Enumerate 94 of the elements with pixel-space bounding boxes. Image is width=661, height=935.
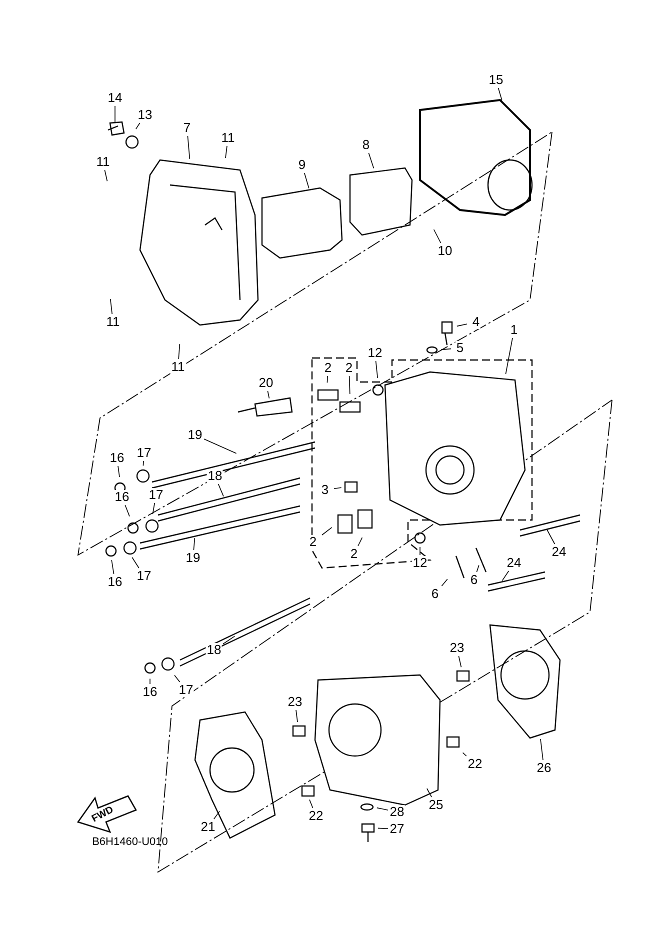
callout-number: 25 [428, 798, 444, 812]
leader-line [546, 529, 556, 544]
leader-line [348, 376, 350, 394]
callout-number: 23 [448, 641, 466, 655]
leader-line [375, 360, 378, 378]
callout-number: 7 [182, 121, 192, 135]
callout-number: 23 [286, 695, 304, 709]
leader-line [462, 752, 467, 756]
callout-number: 11 [95, 155, 111, 169]
callout-number: 2 [349, 547, 359, 561]
callout-number: 15 [488, 73, 504, 87]
leader-line [358, 537, 363, 546]
callout-number: 21 [200, 820, 216, 834]
callout-number: 12 [366, 346, 384, 360]
leader-line [334, 487, 342, 489]
callout-number: 2 [308, 535, 318, 549]
leader-line [540, 738, 544, 760]
leader-line [456, 324, 468, 327]
callout-number: 10 [436, 244, 454, 258]
leader-line [433, 229, 442, 244]
leader-line [458, 656, 462, 668]
callout-number: 4 [471, 315, 481, 329]
callout-number: 20 [258, 376, 274, 390]
leader-line [440, 348, 452, 350]
leader-line [187, 136, 190, 160]
callout-number: 11 [170, 360, 186, 374]
callout-number: 2 [344, 361, 354, 375]
leader-line [376, 807, 388, 810]
callout-number: 18 [206, 643, 222, 657]
callout-number: 19 [184, 551, 202, 565]
callout-number: 6 [469, 573, 479, 587]
leader-line [142, 460, 144, 466]
callout-number: 5 [455, 341, 465, 355]
callout-number: 2 [323, 361, 333, 375]
leader-line [110, 298, 112, 314]
leader-line [368, 152, 374, 169]
leader-line [118, 466, 120, 478]
leader-line [111, 560, 114, 574]
leader-line [193, 538, 196, 550]
callout-number: 12 [412, 556, 428, 570]
leader-line [426, 788, 432, 798]
callout-number: 16 [108, 451, 126, 465]
callout-number: 26 [536, 761, 552, 775]
leader-line [124, 504, 130, 517]
leader-line [114, 106, 116, 122]
leader-line [498, 88, 502, 101]
leader-line [204, 438, 237, 454]
callout-number: 18 [206, 469, 224, 483]
callout-number: 17 [178, 683, 194, 697]
callout-number: 3 [320, 483, 330, 497]
fwd-text: FWD [89, 803, 116, 827]
leader-line [178, 344, 180, 360]
leader-line [152, 502, 155, 514]
callout-number: 27 [388, 822, 406, 836]
callout-number: 17 [136, 446, 152, 460]
leader-line [326, 376, 328, 384]
callout-number: 16 [114, 490, 130, 504]
leader-line [218, 484, 224, 497]
leader-line [222, 636, 236, 644]
leader-line [505, 338, 513, 374]
callout-number: 28 [388, 805, 406, 819]
leader-line [214, 810, 220, 820]
leader-line [104, 170, 108, 182]
callout-number: 24 [550, 545, 568, 559]
leader-line [378, 828, 388, 829]
leader-line [267, 390, 270, 399]
callout-number: 16 [106, 575, 124, 589]
callout-number: 11 [105, 315, 121, 329]
leader-line [309, 799, 314, 808]
callout-number: 16 [142, 685, 158, 699]
leader-line [441, 578, 448, 586]
leader-line [132, 557, 140, 568]
part-code: B6H1460-U010 [91, 835, 169, 849]
leader-line [502, 570, 510, 582]
callout-number: 11 [220, 131, 236, 145]
leader-line [476, 564, 480, 572]
callout-number: 1 [509, 323, 519, 337]
leader-line [136, 122, 140, 130]
callout-number: 17 [148, 488, 164, 502]
leader-line [322, 527, 332, 536]
leader-line [296, 710, 298, 722]
callout-number: 8 [361, 138, 371, 152]
callout-number: 13 [136, 108, 154, 122]
callout-number: 22 [308, 809, 324, 823]
callout-number: 6 [430, 587, 440, 601]
leader-line [225, 146, 228, 158]
callout-number: 14 [106, 91, 124, 105]
callout-number: 22 [466, 757, 484, 771]
leader-line [304, 172, 310, 189]
callout-number: 24 [506, 556, 522, 570]
callout-number: 19 [186, 428, 204, 442]
callout-number: 9 [297, 158, 307, 172]
leader-line [174, 674, 180, 682]
callout-number: 17 [136, 569, 152, 583]
